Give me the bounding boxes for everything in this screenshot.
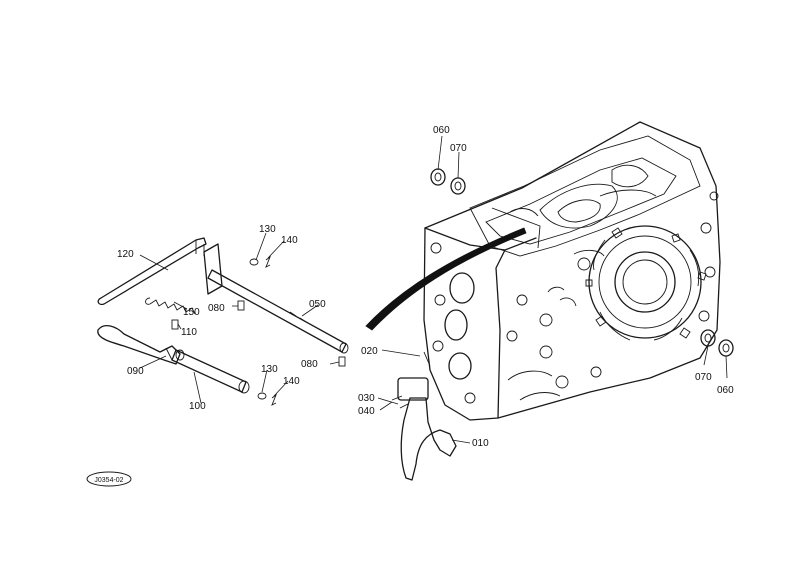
callout-100: 100: [189, 401, 206, 412]
callout-040: 040: [358, 406, 375, 417]
shift-fork: [397, 377, 457, 481]
callout-060-bottom: 060: [717, 385, 734, 396]
seals-and-bearings: [430, 168, 734, 357]
callout-130-top: 130: [259, 224, 276, 235]
callout-080-lower: 080: [301, 359, 318, 370]
callout-020: 020: [361, 346, 378, 357]
callout-140-top: 140: [281, 235, 298, 246]
linkage-assembly: [97, 237, 431, 409]
curved-indicator-arrow: [365, 227, 527, 331]
callout-080-upper: 080: [208, 303, 225, 314]
callout-060-top: 060: [433, 125, 450, 136]
callout-070-bottom: 070: [695, 372, 712, 383]
reference-code-badge: J0354-02: [86, 471, 132, 487]
callout-030: 030: [358, 393, 375, 404]
callout-140-bottom: 140: [283, 376, 300, 387]
callout-labels: 060 070 120 130 140 150 080 050 110 020 …: [117, 125, 734, 449]
callout-010: 010: [472, 438, 489, 449]
reference-code: J0354-02: [94, 477, 123, 484]
callout-130-bottom: 130: [261, 364, 278, 375]
callout-150: 150: [183, 307, 200, 318]
callout-120: 120: [117, 249, 134, 260]
callout-110: 110: [181, 327, 197, 338]
transmission-case: [423, 121, 721, 421]
callout-050: 050: [309, 299, 326, 310]
callout-090: 090: [127, 366, 144, 377]
callout-070-top: 070: [450, 143, 467, 154]
leader-lines: [139, 135, 728, 444]
